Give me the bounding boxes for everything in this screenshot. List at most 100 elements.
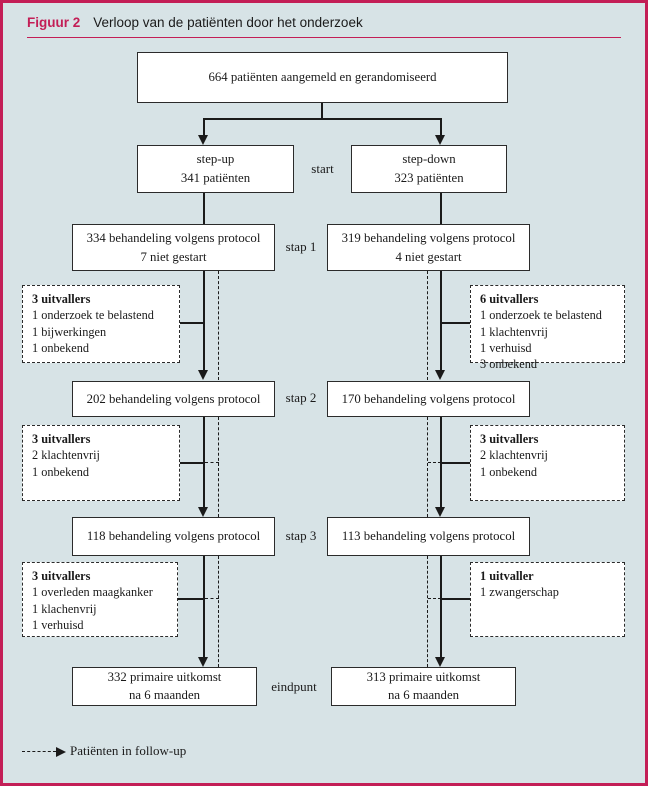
box-text: 7 niet gestart	[140, 249, 207, 264]
dropout-item: 1 overleden maagkanker	[32, 585, 153, 600]
dropout-connector-followup	[428, 462, 441, 463]
followup-line	[427, 271, 428, 380]
flow-line	[321, 103, 323, 119]
box-stap2-step-up: 202 behandeling volgens protocol	[72, 381, 275, 417]
box-stap3-step-up: 118 behandeling volgens protocol	[72, 517, 275, 556]
dropout-item: 1 bijwerkingen	[32, 324, 107, 339]
box-text: na 6 maanden	[128, 687, 201, 702]
flow-line	[203, 118, 205, 137]
dropout-item: 3 onbekend	[480, 357, 538, 372]
box-text: 4 niet gestart	[395, 249, 462, 264]
legend-dashed-line	[22, 751, 56, 752]
dropout-header: 3 uitvallers	[32, 292, 91, 306]
followup-line	[218, 271, 219, 380]
dropout-item: 1 zwangerschap	[480, 585, 559, 600]
stage-label-start: start	[311, 161, 334, 176]
flow-line	[203, 118, 441, 120]
dropout-connector-followup	[428, 598, 441, 599]
dropout-box-stap2-step-up: 3 uitvallers 2 klachtenvrij 1 onbekend	[22, 425, 180, 501]
box-text: 118 behandeling volgens protocol	[86, 529, 261, 544]
title-underline	[27, 37, 621, 38]
box-text: na 6 maanden	[387, 687, 460, 702]
flow-line	[440, 556, 442, 657]
box-start-step-up: step-up 341 patiënten	[137, 145, 294, 193]
dropout-connector	[441, 598, 470, 600]
down-arrow-icon	[198, 370, 208, 380]
box-randomised-text: 664 patiënten aangemeld en gerandomiseer…	[208, 70, 437, 85]
box-text: step-up	[196, 152, 235, 167]
dropout-item: 1 verhuisd	[480, 341, 532, 356]
stage-label-eindpunt: eindpunt	[271, 679, 317, 694]
box-text: 334 behandeling volgens protocol	[86, 230, 261, 245]
dropout-box-stap2-step-down: 3 uitvallers 2 klachtenvrij 1 onbekend	[470, 425, 625, 501]
box-randomised: 664 patiënten aangemeld en gerandomiseer…	[137, 52, 508, 103]
box-text: 319 behandeling volgens protocol	[341, 230, 516, 245]
dropout-item: 1 klachtenvrij	[480, 324, 548, 339]
dropout-connector-followup	[205, 462, 219, 463]
dropout-header: 3 uitvallers	[32, 432, 91, 446]
down-arrow-icon	[435, 507, 445, 517]
flow-line	[203, 556, 205, 657]
legend-label: Patiënten in follow-up	[70, 743, 187, 758]
stage-label-stap1: stap 1	[285, 239, 317, 254]
dropout-item: 1 onbekend	[32, 341, 90, 356]
box-stap3-step-down: 113 behandeling volgens protocol	[327, 517, 530, 556]
flow-line	[440, 118, 442, 137]
box-text: 341 patiënten	[180, 171, 251, 185]
dropout-connector	[441, 462, 470, 464]
dropout-box-stap3-step-down: 1 uitvaller 1 zwangerschap	[470, 562, 625, 637]
flow-line	[203, 271, 205, 371]
dropout-box-stap1-step-up: 3 uitvallers 1 onderzoek te belastend 1 …	[22, 285, 180, 363]
box-eindpunt-step-down: 313 primaire uitkomst na 6 maanden	[331, 667, 516, 706]
figure-title: Verloop van de patiënten door het onderz…	[93, 15, 363, 30]
down-arrow-icon	[435, 135, 445, 145]
box-stap2-step-down: 170 behandeling volgens protocol	[327, 381, 530, 417]
down-arrow-icon	[435, 657, 445, 667]
dropout-box-stap3-step-up: 3 uitvallers 1 overleden maagkanker 1 kl…	[22, 562, 178, 637]
box-text: 332 primaire uitkomst	[107, 669, 222, 684]
figure-label: Figuur 2	[27, 15, 81, 30]
box-text: step-down	[402, 152, 456, 167]
dropout-header: 3 uitvallers	[480, 432, 539, 446]
dropout-connector-followup	[205, 598, 219, 599]
dropout-header: 1 uitvaller	[480, 569, 534, 583]
followup-line	[218, 556, 219, 667]
box-text: 113 behandeling volgens protocol	[341, 529, 516, 544]
dropout-connector	[180, 462, 204, 464]
box-start-step-down: step-down 323 patiënten	[351, 145, 507, 193]
down-arrow-icon	[198, 657, 208, 667]
dropout-connector	[441, 322, 470, 324]
dropout-item: 1 onbekend	[32, 464, 90, 479]
dropout-item: 1 onderzoek te belastend	[480, 308, 602, 323]
followup-line	[427, 556, 428, 667]
dropout-connector	[178, 598, 204, 600]
down-arrow-icon	[198, 135, 208, 145]
dropout-item: 2 klachtenvrij	[32, 448, 100, 463]
figure-header: Figuur 2 Verloop van de patiënten door h…	[27, 14, 363, 32]
legend-dashed-arrow-icon	[56, 747, 66, 757]
stage-label-stap3: stap 3	[285, 528, 317, 543]
stage-label-stap2: stap 2	[285, 390, 317, 405]
box-stap1-step-up: 334 behandeling volgens protocol 7 niet …	[72, 224, 275, 271]
dropout-item: 1 onbekend	[480, 464, 538, 479]
down-arrow-icon	[435, 370, 445, 380]
followup-line	[427, 417, 428, 517]
box-text: 323 patiënten	[394, 171, 464, 185]
box-text: 313 primaire uitkomst	[366, 669, 481, 684]
dropout-item: 1 verhuisd	[32, 618, 84, 633]
down-arrow-icon	[198, 507, 208, 517]
dropout-header: 6 uitvallers	[480, 292, 539, 306]
dropout-item: 2 klachtenvrij	[480, 448, 548, 463]
dropout-connector	[180, 322, 204, 324]
box-text: 170 behandeling volgens protocol	[341, 391, 516, 406]
flow-line	[440, 193, 442, 224]
box-eindpunt-step-up: 332 primaire uitkomst na 6 maanden	[72, 667, 257, 706]
dropout-item: 1 onderzoek te belastend	[32, 308, 154, 323]
dropout-header: 3 uitvallers	[32, 569, 91, 583]
box-stap1-step-down: 319 behandeling volgens protocol 4 niet …	[327, 224, 530, 271]
followup-line	[218, 417, 219, 517]
flow-line	[203, 193, 205, 224]
flow-line	[440, 271, 442, 371]
dropout-item: 1 klachenvrij	[32, 601, 97, 616]
